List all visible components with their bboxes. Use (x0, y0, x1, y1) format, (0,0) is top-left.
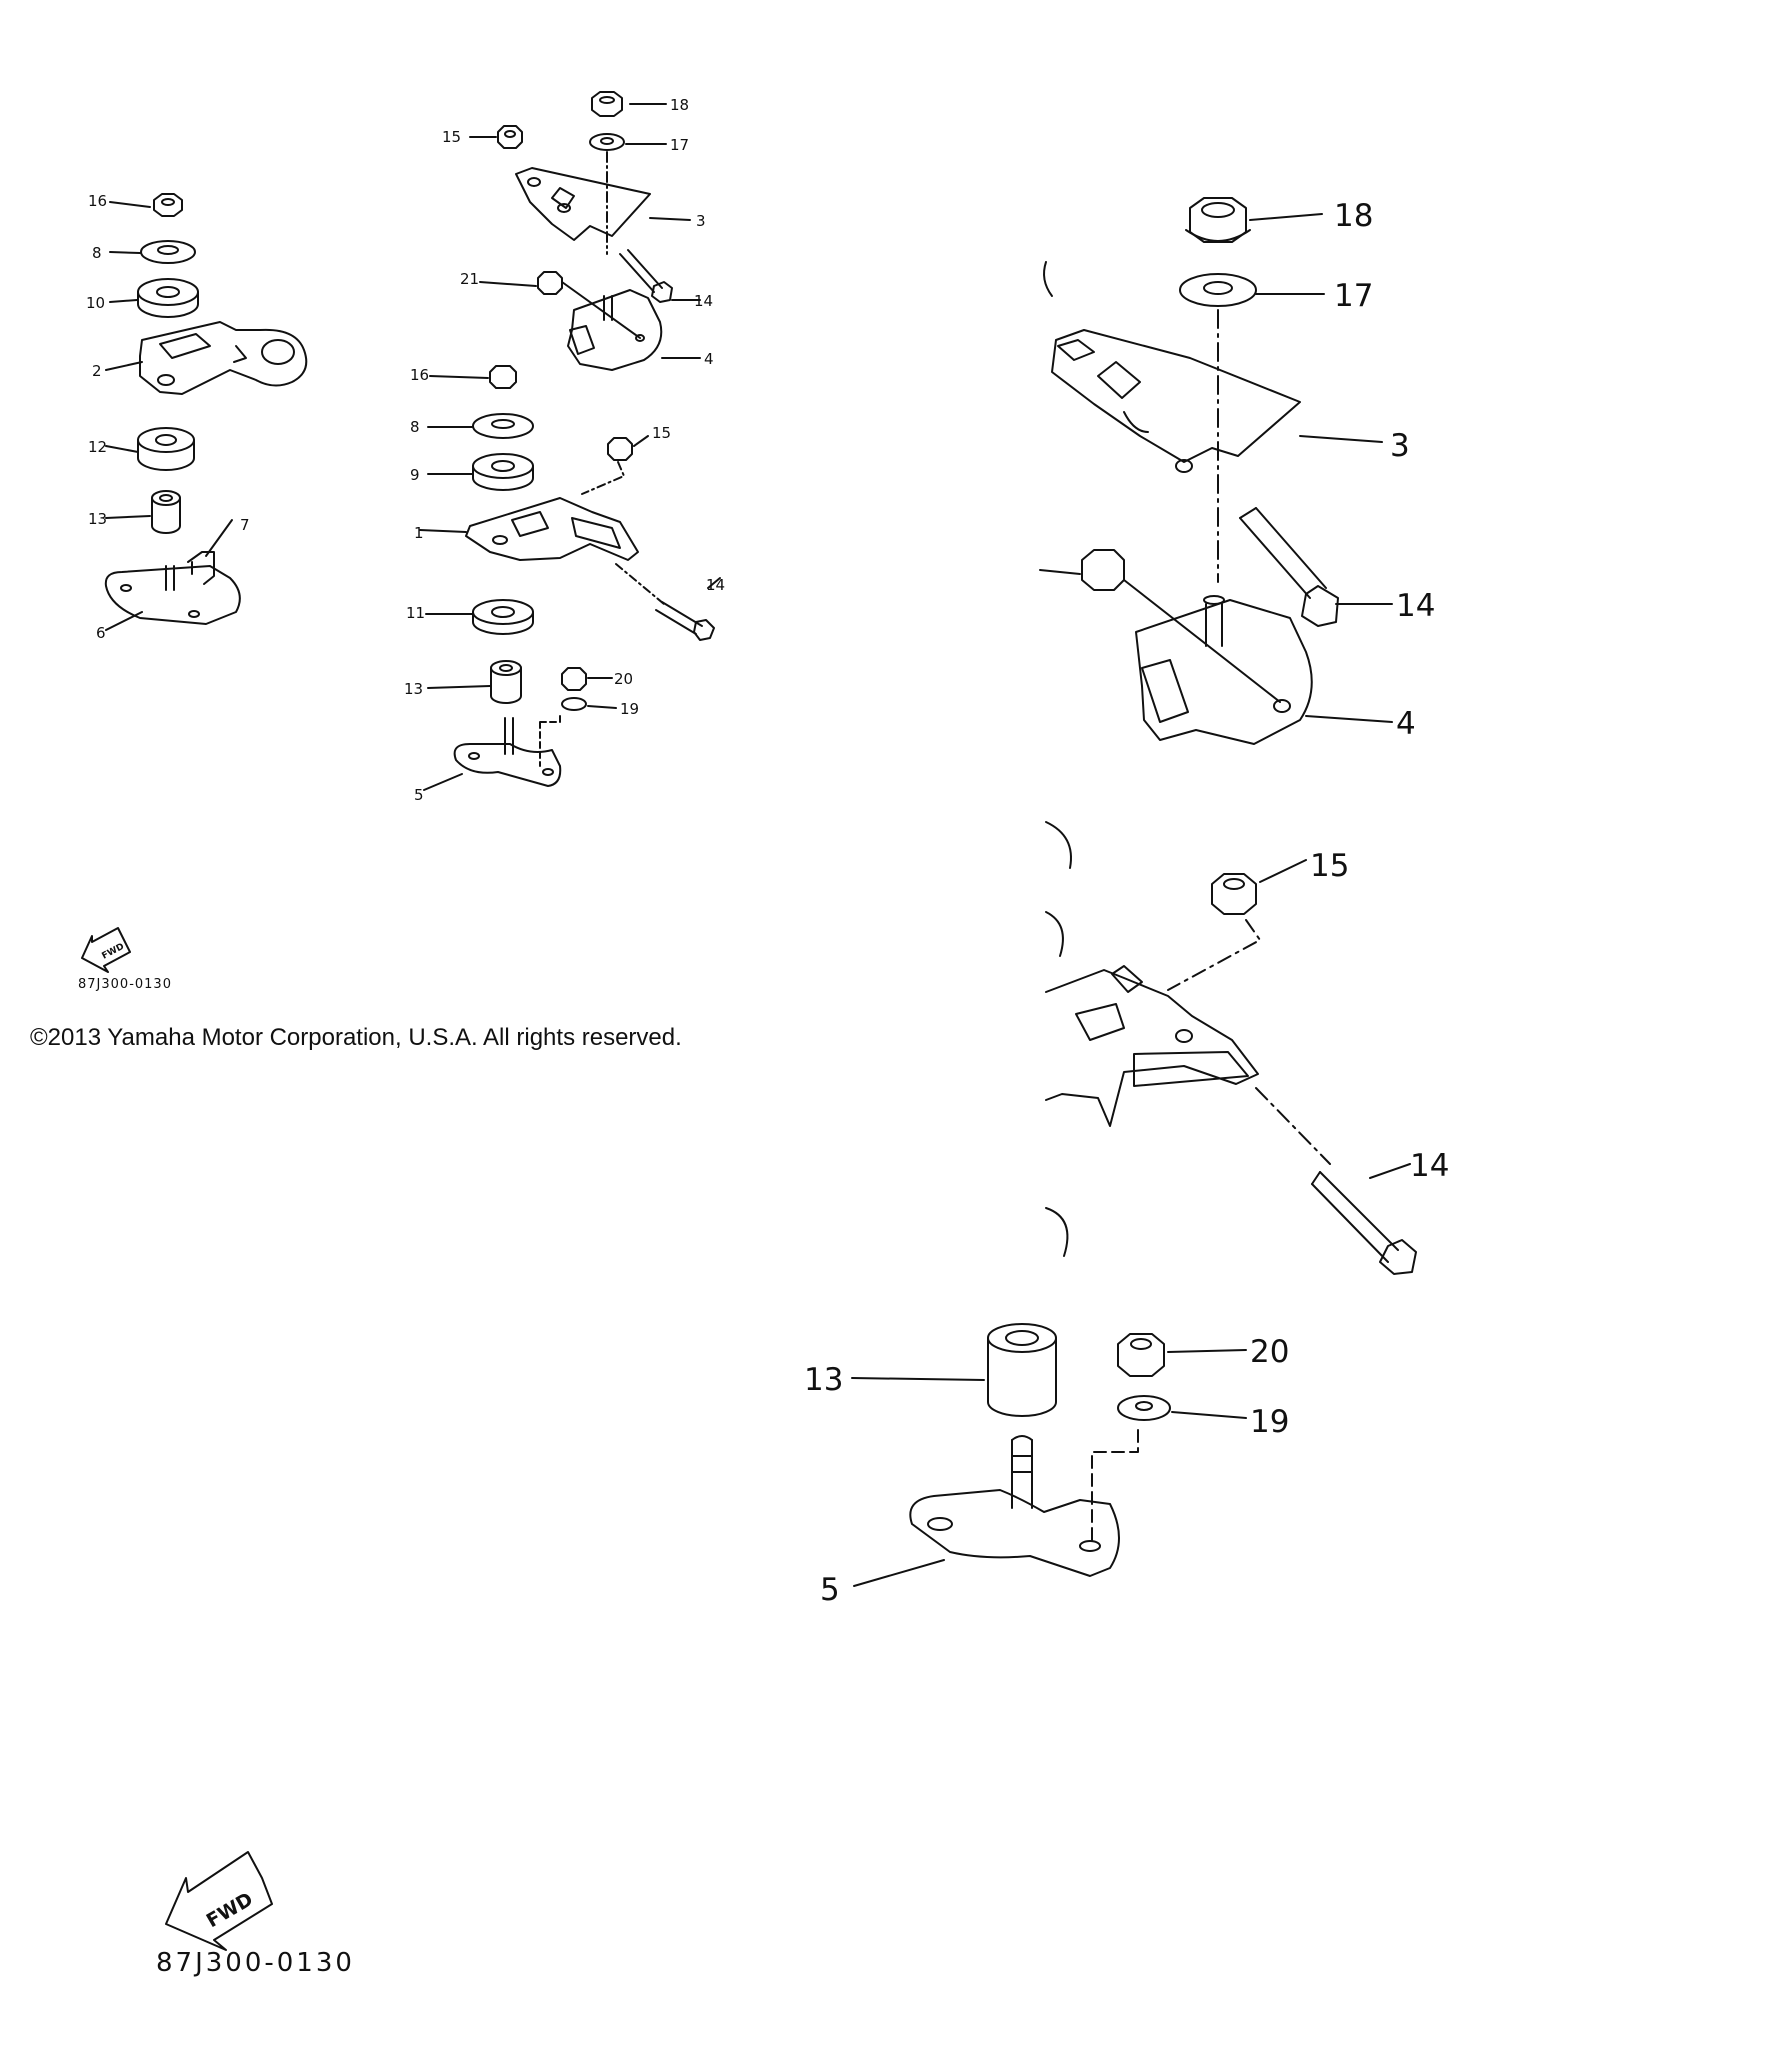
diagram-code-large: 87J300-0130 (156, 1948, 355, 1978)
callout-10: 10 (86, 294, 105, 312)
diagram-code-small: 87J300-0130 (78, 977, 172, 992)
detail-callout-14: 14 (1396, 588, 1435, 624)
detail-callout-3: 3 (1390, 428, 1410, 464)
callout-1: 1 (414, 524, 424, 542)
detail-callout-19: 19 (1250, 1404, 1289, 1440)
callout-2: 2 (92, 362, 102, 380)
callout-14: 14 (694, 292, 713, 310)
callout-12: 12 (88, 438, 107, 456)
detail-bottom-assembly (851, 1323, 1247, 1587)
callout-18: 18 (670, 96, 689, 114)
detail-callout-5: 5 (820, 1572, 840, 1608)
callout-11: 11 (406, 604, 425, 622)
callout-20: 20 (614, 670, 633, 688)
detail-callout-15: 15 (1310, 848, 1349, 884)
callout-3: 3 (696, 212, 706, 230)
detail-callout-17: 17 (1334, 278, 1373, 314)
callout-8: 8 (92, 244, 102, 262)
callout-13b: 13 (404, 680, 423, 698)
overview-right-assembly (419, 91, 721, 791)
callout-6: 6 (96, 624, 106, 642)
callout-7: 7 (240, 516, 250, 534)
callout-15: 15 (442, 128, 461, 146)
callout-9: 9 (410, 466, 420, 484)
copyright-notice: ©2013 Yamaha Motor Corporation, U.S.A. A… (30, 1024, 682, 1051)
callout-15b: 15 (652, 424, 671, 442)
detail-middle-assembly (1045, 821, 1417, 1275)
overview-left-assembly (104, 193, 308, 631)
callout-8b: 8 (410, 418, 420, 436)
callout-16b: 16 (410, 366, 429, 384)
callout-21: 21 (460, 270, 479, 288)
callout-19: 19 (620, 700, 639, 718)
callout-13: 13 (88, 510, 107, 528)
callout-16: 16 (88, 192, 107, 210)
callout-4: 4 (704, 350, 714, 368)
detail-callout-13: 13 (804, 1362, 843, 1398)
callout-14b: 14 (706, 576, 725, 594)
detail-callout-4: 4 (1396, 706, 1416, 742)
callout-5: 5 (414, 786, 424, 804)
detail-callout-14b: 14 (1410, 1148, 1449, 1184)
detail-top-assembly (1039, 197, 1393, 745)
callout-17: 17 (670, 136, 689, 154)
fwd-arrow-small (81, 927, 131, 973)
detail-callout-20: 20 (1250, 1334, 1289, 1370)
fwd-arrow-large (165, 1851, 273, 1951)
detail-callout-18: 18 (1334, 198, 1373, 234)
